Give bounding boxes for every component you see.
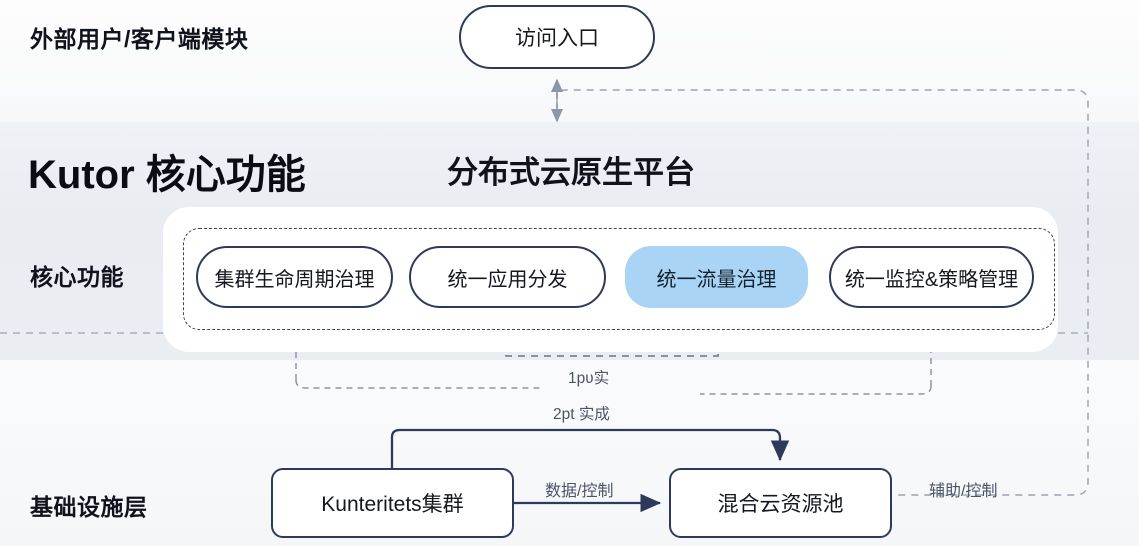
edge-label-aux-control: 辅助/控制: [929, 483, 998, 500]
node-access-entry[interactable]: 访问入口: [459, 5, 655, 69]
node-core-function-app-distribution[interactable]: 统一应用分发: [409, 246, 606, 308]
edge-label-two-pt: 2pt 实成: [553, 406, 610, 423]
node-infra-hybrid-cloud-pool[interactable]: 混合云资源池: [669, 468, 892, 538]
node-core-function-cluster-lifecycle[interactable]: 集群生命周期治理: [196, 246, 393, 308]
node-core-function-monitoring-policy[interactable]: 统一监控&策略管理: [829, 246, 1034, 308]
core-functions-group-border: [183, 228, 1055, 330]
row-label-external: 外部用户/客户端模块: [30, 26, 249, 52]
node-core-function-traffic-governance[interactable]: 统一流量治理: [625, 246, 808, 308]
page-title: Kutor 核心功能: [28, 153, 306, 197]
edge-label-one-pt: 1pʋ实: [568, 370, 610, 387]
row-label-core: 核心功能: [30, 264, 124, 290]
edge-label-data-control: 数据/控制: [545, 483, 614, 500]
row-label-infrastructure: 基础设施层: [30, 494, 148, 520]
page-subtitle: 分布式云原生平台: [447, 155, 695, 190]
node-infra-kubernetes-cluster[interactable]: Kunteritets集群: [271, 468, 514, 538]
